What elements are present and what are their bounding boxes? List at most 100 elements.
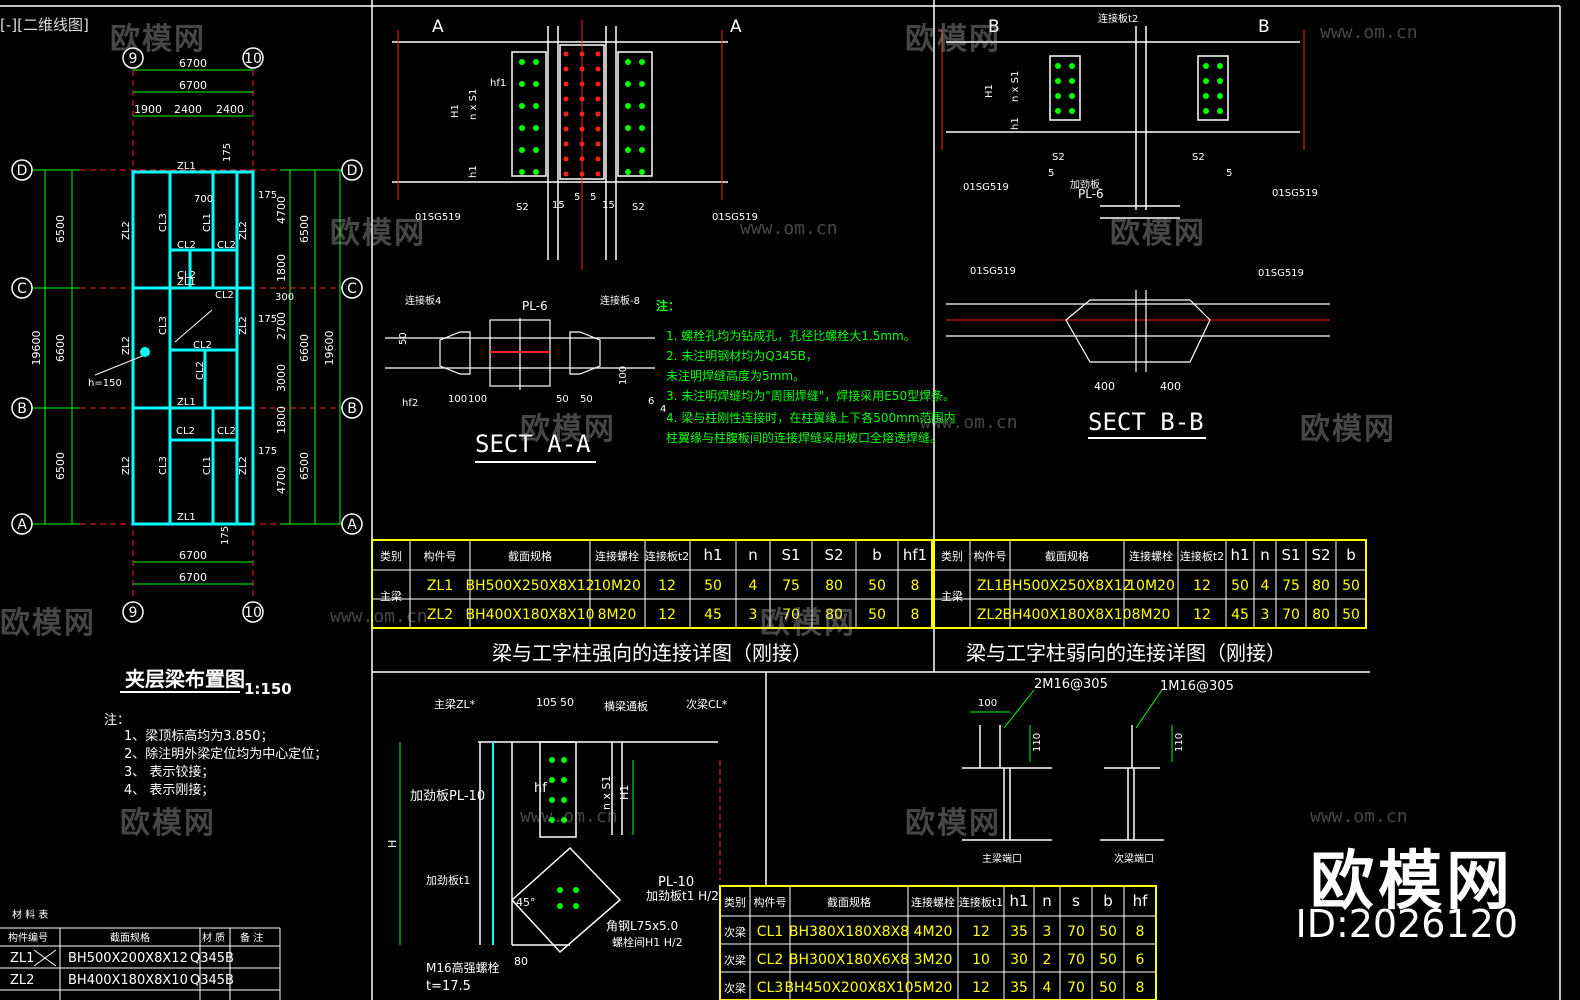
table-a-cell: 50 [704,578,722,594]
dim-right-6: 4700 [275,466,288,494]
table-a-cell: ZL2 [427,607,453,623]
bolt-hole [549,797,555,803]
watermark-url: www.om.cn [520,806,618,827]
table-d-cell: 10 [972,952,990,968]
cut-label-a-left: A [432,17,444,37]
table-a-th: 截面规格 [508,549,552,563]
watermark: 欧模网 [760,606,856,641]
label-b: 01SG519 [970,266,1016,277]
bolt-hole [519,103,525,109]
label-a: 5 [590,192,596,203]
label-b: h1 [1010,117,1021,130]
bolt-hole [595,171,601,177]
bolt-hole [1217,78,1223,84]
note-a-4: 3. 未注明焊缝均为"周围焊缝"，焊接采用E50型焊条。 [666,388,955,403]
bolt-hole [563,51,569,57]
bolt-pattern [519,51,645,177]
bolt-hole [533,59,539,65]
label-c: 横梁通板 [604,699,648,713]
small-dim-3: 175 [258,314,277,325]
dim-bottom-1: 6700 [179,549,207,562]
table-a-cell: 50 [868,578,886,594]
dim-left-1: 6500 [54,215,67,243]
note-a-1: 1. 螺栓孔均为钻成孔，孔径比螺栓大1.5mm。 [666,328,916,343]
label-c: 80 [514,955,528,968]
beam-label: CL1 [202,213,213,232]
plan-note-2: 2、除注明外梁定位均为中心定位； [124,747,327,762]
bolt-hole [549,777,555,783]
label-c: 45° [516,896,536,909]
material-table [0,927,281,1000]
label-d: 110 [1174,733,1185,752]
label-b: 5 [1048,168,1054,179]
label-b: S2 [1192,152,1205,163]
table-b-cell: 80 [1312,607,1330,623]
bolt-hole [1203,93,1209,99]
label-d: 2M16@305 [1034,677,1108,692]
bolt-hole [595,141,601,147]
table-a-cell: 70 [782,607,800,623]
table-d-cell: 70 [1067,980,1085,996]
view-tag[interactable]: [-][二维线图] [0,16,89,34]
watermark: 欧模网 [330,216,426,251]
dim-top-split-2: 2400 [174,103,202,116]
table-a-cell: 8M20 [598,607,637,623]
table-b-cell: 8M20 [1132,607,1171,623]
axis-right-C: C [347,281,357,297]
beam-label: CL2 [176,426,195,437]
bolt-hole [595,126,601,132]
bolt-hole [563,111,569,117]
dim-right-main-1: 6500 [298,215,311,243]
axis-top-9: 9 [129,51,138,67]
axis-top-10: 10 [244,51,262,67]
material-th-2: 截面规格 [110,931,150,944]
watermark-url: www.om.cn [1310,806,1408,827]
bolt-hole [625,59,631,65]
bolt-hole [639,59,645,65]
bolt-hole [579,66,585,72]
table-b-cell: 12 [1193,578,1211,594]
bolt-hole [579,126,585,132]
bolt-hole [557,903,563,909]
material-cell: Q345B [190,973,234,988]
material-cell: BH400X180X8X10 [68,973,188,988]
bolt-hole [1217,108,1223,114]
table-b-th: n [1260,546,1270,564]
label-c: 次梁CL* [686,697,728,711]
beam-label: ZL1 [177,161,196,172]
bolt-hole [579,111,585,117]
dim-right-total: 19600 [323,331,336,366]
label-b: n x S1 [1010,71,1021,102]
label-a: 6 [648,396,654,407]
table-a-th: hf1 [903,546,927,564]
bolt-hole [533,169,539,175]
table-b-cell: 10M20 [1127,578,1175,594]
small-dim-4: 175 [258,446,277,457]
label-c: hf [534,781,547,796]
beam-label: ZL2 [121,336,132,355]
small-dim-1: 175 [258,190,277,201]
table-b-cell: 45 [1231,607,1249,623]
table-d-th: 类别 [724,895,746,909]
table-d-th: 截面规格 [827,895,871,909]
axis-right-D: D [347,163,358,179]
bolt-hole [639,169,645,175]
detail-c: 主梁ZL* 次梁CL* 105 50 横梁通板 加劲板PL-10 hf n x … [386,696,728,994]
label-a: 100 [618,366,629,385]
axis-right-A: A [347,517,357,533]
table-d-cell: CL3 [757,980,783,996]
brand-id: ID:2026120 [1295,902,1518,946]
bolt-hole [563,156,569,162]
dim-right-5: 1800 [275,406,288,434]
table-b-cell: BH400X180X8X10 [1002,607,1131,623]
beam-label: ZL1 [177,277,196,288]
cut-label-a-right: A [730,17,742,37]
plan-note-title: 注： [104,713,130,728]
label-b: 5 [1226,168,1232,179]
material-cell: ZL1 [10,951,34,966]
table-d-cell: 35 [1010,980,1028,996]
table-b-th: S1 [1281,546,1300,564]
table-d-cell: 50 [1099,924,1117,940]
